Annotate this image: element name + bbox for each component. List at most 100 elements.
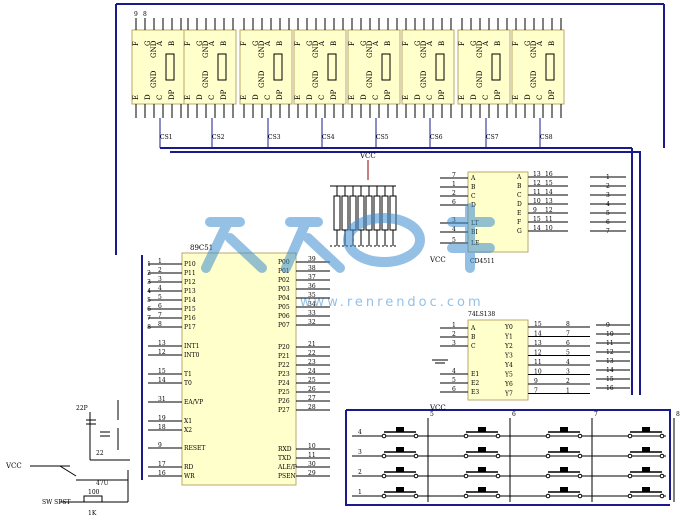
cd4511-pin-number: 9	[533, 207, 537, 214]
vcc-label-ls138: VCC	[429, 404, 446, 412]
segment-label-bottom: C	[208, 95, 216, 100]
cd4511-pin-number: 12	[533, 180, 541, 187]
mcu-pin-name: P16	[184, 315, 196, 322]
mcu-outer-pin-number: 7	[147, 315, 151, 322]
switch-button	[478, 487, 486, 492]
ls138-pin-name: C	[471, 343, 476, 350]
switch-terminal	[545, 433, 551, 439]
ls138-pin-name: Y5	[504, 372, 513, 379]
segment-label-top: B	[438, 41, 446, 46]
watermark: www.renrendoc.com	[201, 203, 495, 310]
cd4511-out-number: 12	[545, 207, 553, 214]
mcu-pin-name: P23	[278, 371, 290, 378]
ls138-pin-name: E2	[471, 380, 479, 387]
switch-terminal	[381, 473, 387, 479]
mcu-outer-pin-number: 4	[147, 288, 151, 295]
cd4511-far-number: 1	[606, 174, 610, 181]
keypad-row-number: 3	[358, 449, 362, 456]
segment-label-bottom: E	[240, 95, 248, 100]
switch-terminal	[545, 453, 551, 459]
cs-label: CS2	[212, 134, 225, 141]
mcu-pin-name: EA/VP	[184, 399, 203, 406]
mcu-pin-name: P11	[184, 270, 196, 277]
mcu-pin-number: 13	[158, 340, 166, 347]
cs-label: CS1	[160, 134, 173, 141]
mcu-pin-number: 5	[158, 294, 162, 301]
gnd-label-top: GND	[476, 40, 484, 58]
cs-label: CS7	[486, 134, 499, 141]
switch-button	[642, 447, 650, 452]
mcu-pin-number: 18	[158, 424, 166, 431]
gnd-label-bottom: GND	[420, 70, 428, 88]
mcu-pin-number: 21	[308, 341, 316, 348]
switch-button	[560, 487, 568, 492]
watermark-text: www.renrendoc.com	[300, 295, 484, 310]
segment-label-top: F	[294, 41, 302, 46]
segment-label-bottom: E	[294, 95, 302, 100]
segment-label-bottom: D	[306, 94, 314, 100]
switch-terminal	[495, 453, 501, 459]
mcu-name: 89C51	[190, 244, 213, 252]
segment-label-bottom: E	[132, 95, 140, 100]
segment-label-bottom: C	[264, 95, 272, 100]
segment-label-top: A	[318, 40, 326, 47]
mcu-pin-name: P10	[184, 261, 196, 268]
segment-label-bottom: E	[402, 95, 410, 100]
ls138-out-number: 3	[566, 369, 570, 376]
cd4511-pin-number: 11	[533, 189, 541, 196]
cap-22p-label: 22P	[76, 405, 88, 412]
mcu-pin-number: 4	[158, 285, 162, 292]
switch-terminal	[577, 473, 583, 479]
cd4511-far-number: 5	[606, 210, 610, 217]
ls138-far-number: 14	[606, 367, 614, 374]
keypad-col-number: 7	[594, 411, 598, 418]
switch-button	[396, 467, 404, 472]
switch-button	[478, 447, 486, 452]
switch-button	[642, 487, 650, 492]
cd4511-pin-number: 6	[452, 199, 456, 206]
resistor-body	[333, 195, 341, 231]
switch-terminal	[381, 453, 387, 459]
top-pin-number: 8	[143, 11, 147, 18]
ls138-pin-number: 14	[534, 331, 542, 338]
cd4511-pin-name: A	[516, 174, 522, 181]
segment-label-bottom: E	[184, 95, 192, 100]
cap-22-label: 22	[96, 450, 104, 457]
mcu-pin-name: P17	[184, 324, 196, 331]
segment-label-bottom: C	[426, 95, 434, 100]
switch-terminal	[659, 453, 665, 459]
ls138-far-number: 16	[606, 385, 614, 392]
digit-segment-outline	[491, 53, 501, 81]
cd4511-out-number: 16	[545, 171, 553, 178]
ls138-pin-number: 1	[452, 322, 456, 329]
mcu-outer-pin-number: 5	[147, 297, 151, 304]
ls138-out-number: 8	[566, 321, 570, 328]
mcu-pin-number: 33	[308, 310, 316, 317]
digit-segment-outline	[273, 53, 283, 81]
ls138-pin-name: E3	[471, 389, 479, 396]
cd4511-pin-name: C	[471, 193, 476, 200]
segment-label-top: G	[360, 40, 368, 46]
segment-label-bottom: D	[144, 94, 152, 100]
ls138-far-number: 9	[606, 322, 610, 329]
segment-label-bottom: D	[196, 94, 204, 100]
digit-segment-outline	[545, 53, 555, 81]
mcu-pin-name: RD	[184, 464, 194, 471]
keypad-switch	[627, 447, 665, 459]
switch-terminal	[577, 433, 583, 439]
ls138-pin-number: 3	[452, 340, 456, 347]
switch-button	[560, 467, 568, 472]
mcu-pin-number: 17	[158, 461, 166, 468]
gnd-label-top: GND	[420, 40, 428, 58]
switch-terminal	[463, 493, 469, 499]
mcu-pin-number: 19	[158, 415, 166, 422]
mcu-pin-number: 11	[308, 452, 316, 459]
mcu-pin-number: 24	[308, 368, 316, 375]
